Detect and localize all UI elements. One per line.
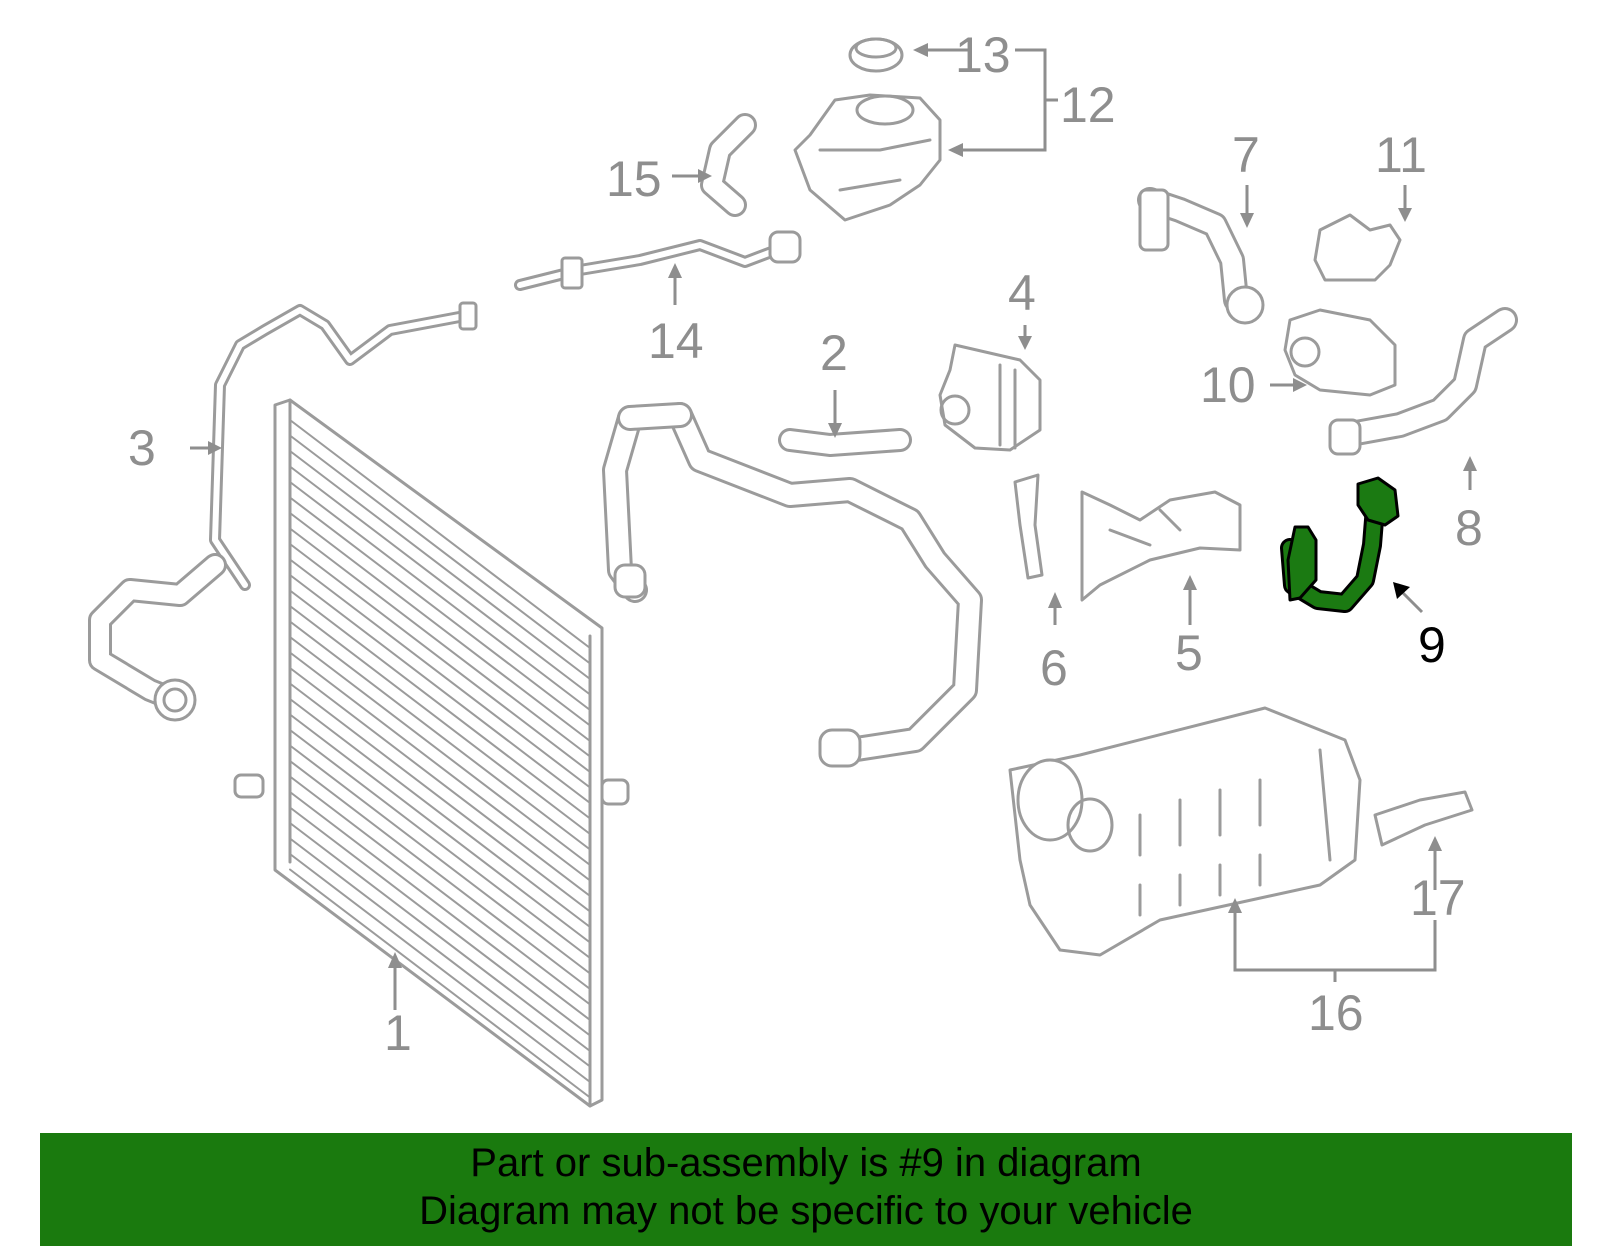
callout-2: 2 xyxy=(820,325,848,381)
callout-11: 11 xyxy=(1375,127,1427,183)
callout-10: 10 xyxy=(1200,357,1256,413)
radiator-fin xyxy=(289,465,591,696)
radiator-fin xyxy=(289,713,591,944)
callout-9: 9 xyxy=(1418,617,1446,673)
part-5-bracket[interactable] xyxy=(1080,490,1242,602)
radiator-fin xyxy=(289,605,591,835)
part-16-intercooler[interactable] xyxy=(1008,706,1362,957)
part-15-hose[interactable] xyxy=(700,113,757,217)
callout-12: 12 xyxy=(1060,77,1116,133)
radiator-fin xyxy=(289,558,591,789)
radiator-fin xyxy=(289,419,591,649)
callout-17: 17 xyxy=(1410,870,1466,926)
part-14-line[interactable] xyxy=(514,230,802,291)
part-9-hose-highlighted[interactable] xyxy=(1280,476,1400,613)
callout-13: 13 xyxy=(955,27,1011,83)
radiator-fin xyxy=(289,543,591,773)
banner-line-1: Part or sub-assembly is #9 in diagram xyxy=(470,1141,1142,1185)
part-10-valve[interactable] xyxy=(1283,308,1397,397)
part-12-reservoir[interactable] xyxy=(793,93,942,222)
radiator-fin xyxy=(289,760,591,990)
part-13-cap[interactable] xyxy=(848,37,904,73)
radiator-fin xyxy=(289,667,591,897)
radiator-fin xyxy=(289,744,591,975)
radiator-fin xyxy=(289,837,591,1068)
radiator-fin xyxy=(289,651,591,882)
part-7-hose[interactable] xyxy=(1137,187,1265,325)
radiator-fin xyxy=(289,496,591,727)
radiator-fin xyxy=(289,434,591,665)
callout-5: 5 xyxy=(1175,625,1203,681)
radiator-fin xyxy=(289,868,591,1099)
radiator-fin xyxy=(289,527,591,758)
radiator-fin xyxy=(289,481,591,711)
radiator-fin xyxy=(289,512,591,742)
callout-16: 16 xyxy=(1308,985,1364,1041)
radiator-fin xyxy=(289,791,591,1021)
part-6-bracket[interactable] xyxy=(1013,473,1044,580)
callout-numbers: 1 2 3 4 5 6 7 8 9 10 11 12 13 14 15 16 1… xyxy=(128,27,1483,1061)
radiator-fin xyxy=(289,729,591,959)
radiator-fin xyxy=(289,589,591,820)
radiator-fin xyxy=(289,620,591,851)
radiator-fin xyxy=(289,574,591,804)
part-2-hose[interactable] xyxy=(602,402,983,768)
banner-line-2: Diagram may not be specific to your vehi… xyxy=(419,1189,1193,1233)
part-4-pump[interactable] xyxy=(938,343,1042,452)
callout-7: 7 xyxy=(1232,127,1260,183)
radiator-fin xyxy=(289,450,591,680)
callout-6: 6 xyxy=(1040,640,1068,696)
radiator-fin xyxy=(289,822,591,1052)
part-17-sensor[interactable] xyxy=(1373,790,1474,847)
parts-diagram: 1 2 3 4 5 6 7 8 9 10 11 12 13 14 15 16 1… xyxy=(88,27,1518,1108)
callout-4: 4 xyxy=(1008,265,1036,321)
radiator-fin xyxy=(289,806,591,1037)
callout-14: 14 xyxy=(648,313,704,369)
callout-1: 1 xyxy=(384,1005,412,1061)
callout-15: 15 xyxy=(606,151,662,207)
part-11-clip[interactable] xyxy=(1313,213,1402,282)
part-8-hose[interactable] xyxy=(1328,307,1518,456)
notice-banner: Part or sub-assembly is #9 in diagram Di… xyxy=(40,1133,1572,1246)
radiator-fin xyxy=(289,853,591,1083)
radiator-fin xyxy=(289,775,591,1006)
part-1-radiator[interactable] xyxy=(233,398,630,1108)
radiator-fin xyxy=(289,636,591,866)
callout-8: 8 xyxy=(1455,500,1483,556)
leader-lines xyxy=(190,43,1477,1010)
radiator-fin xyxy=(289,682,591,913)
radiator-fin xyxy=(289,698,591,928)
callout-3: 3 xyxy=(128,420,156,476)
part-3-hose[interactable] xyxy=(88,301,478,722)
